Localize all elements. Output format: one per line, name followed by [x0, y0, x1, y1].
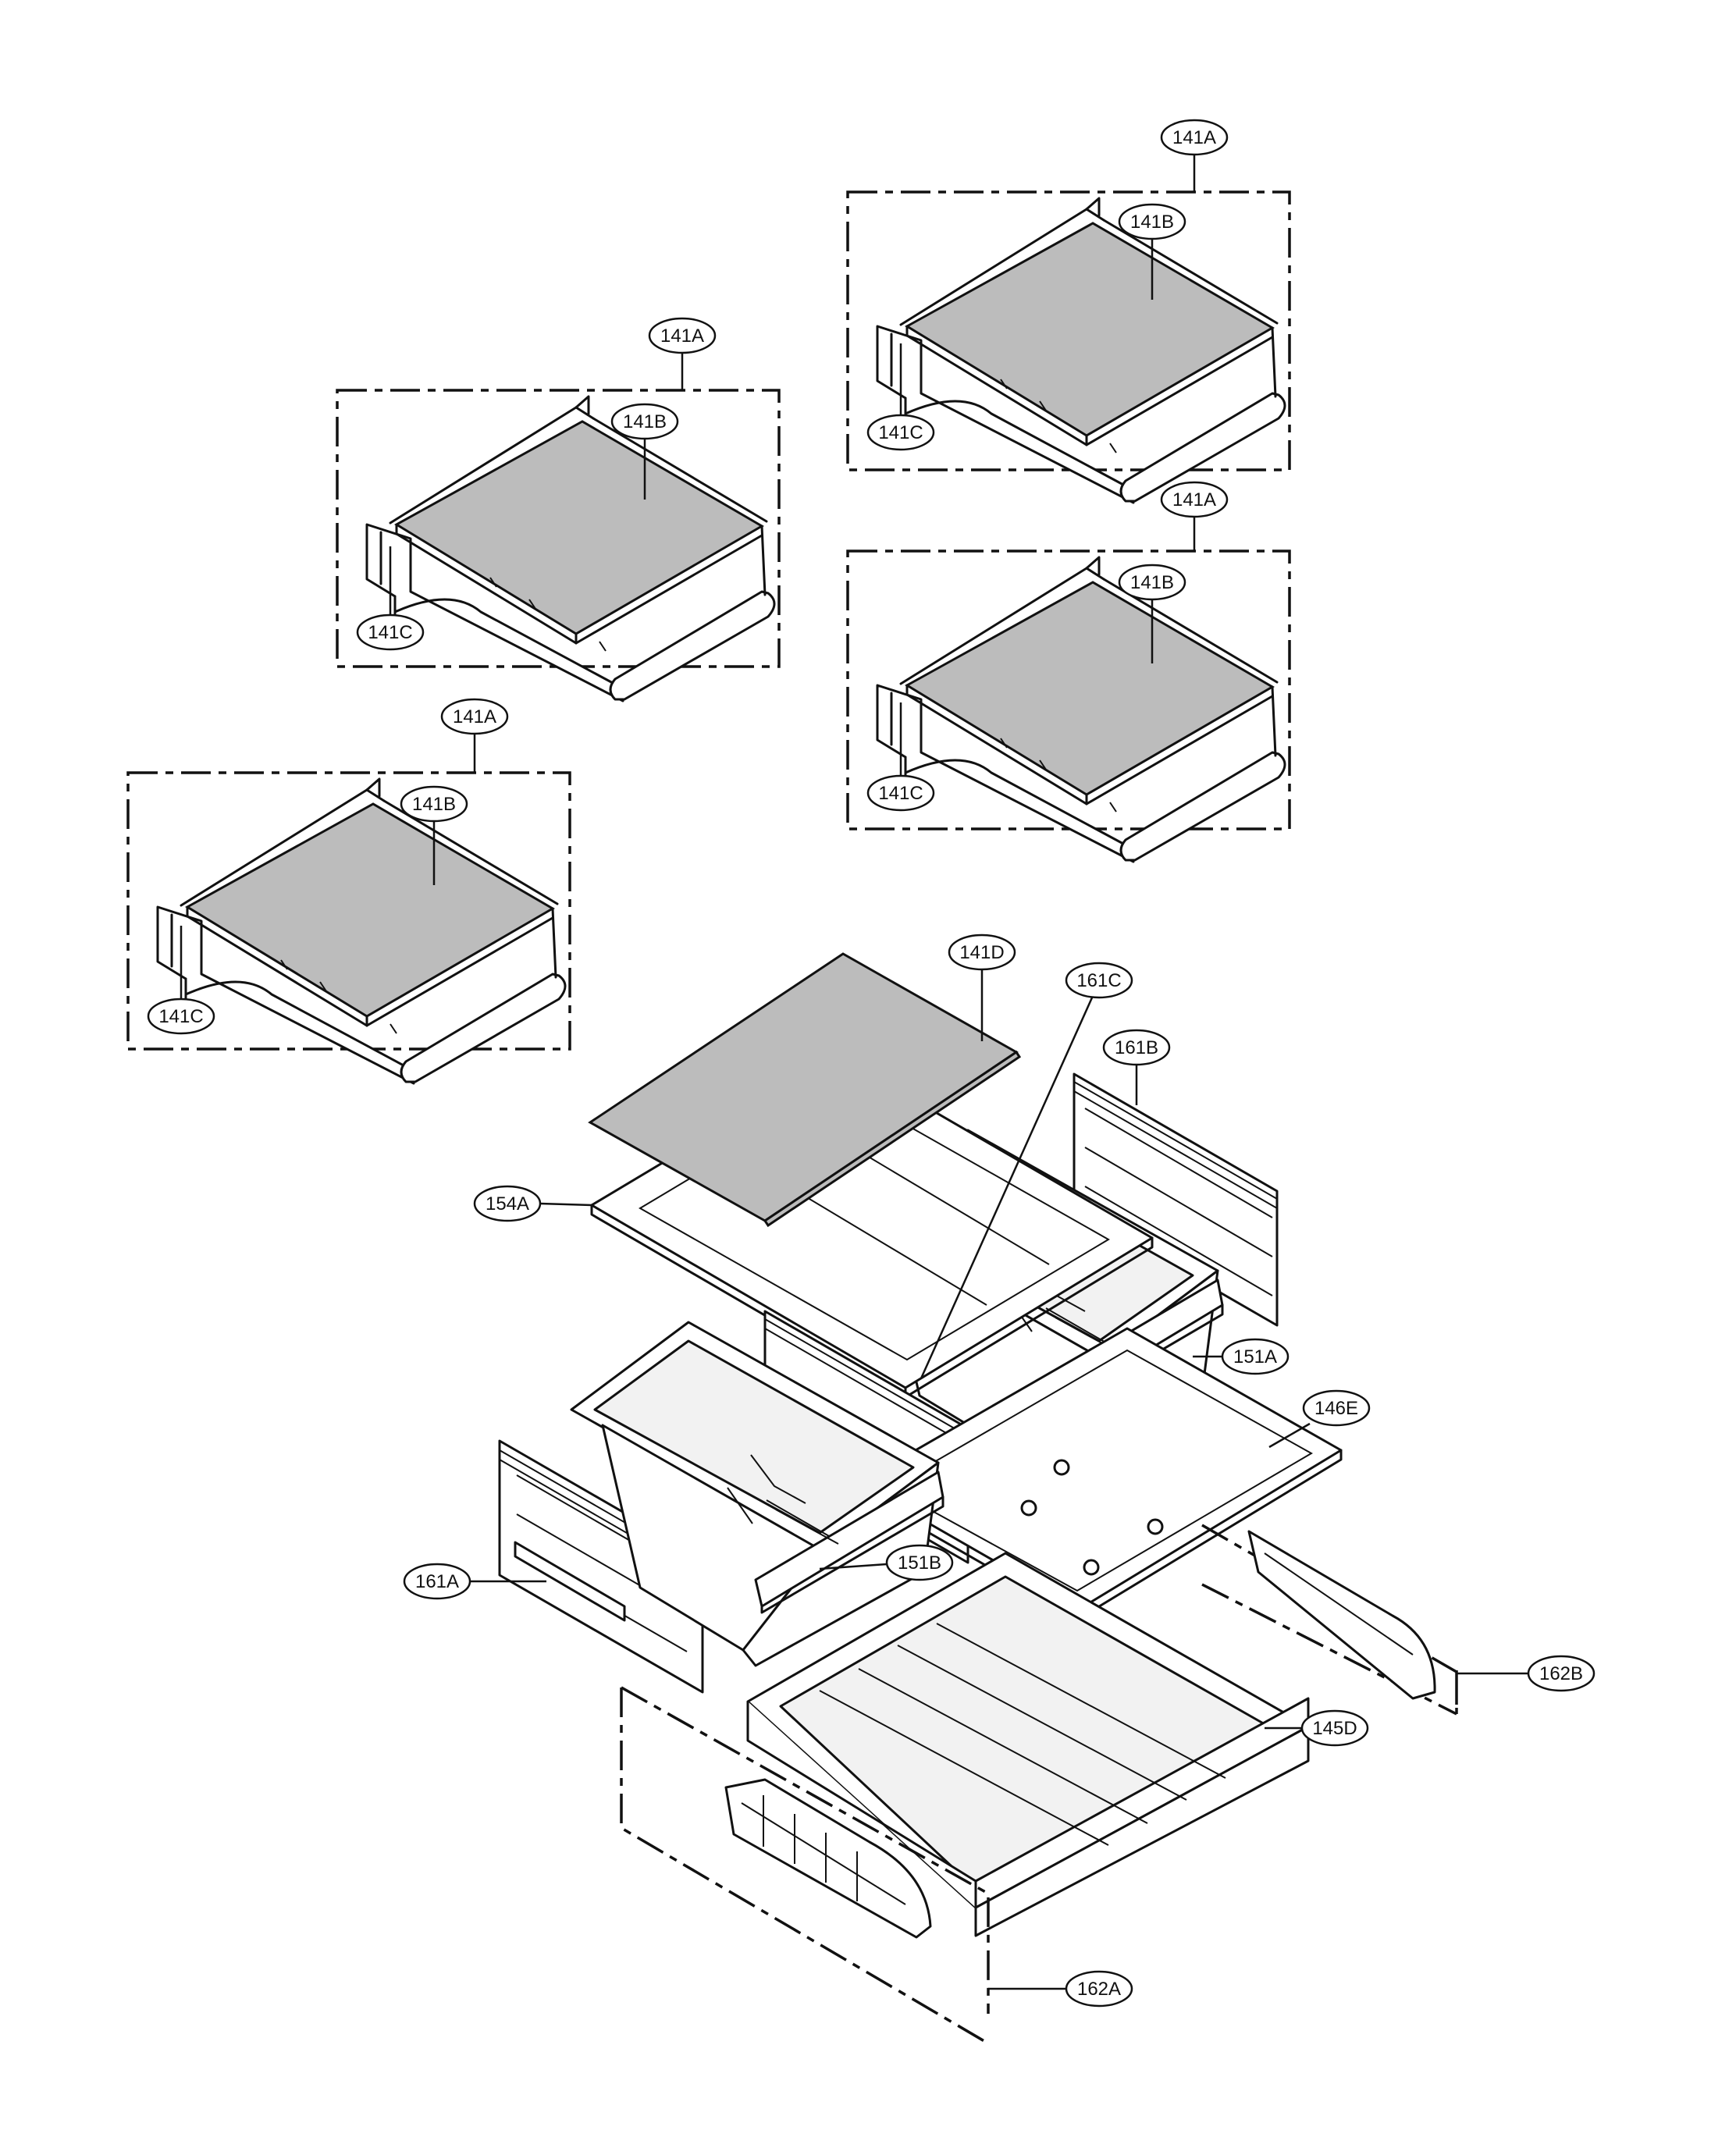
svg-text:146E: 146E — [1314, 1398, 1358, 1419]
pantry-drawer — [746, 1552, 1310, 1937]
svg-text:141D: 141D — [959, 942, 1004, 963]
svg-text:141A: 141A — [660, 325, 704, 347]
svg-text:141C: 141C — [158, 1006, 203, 1027]
svg-text:161C: 161C — [1076, 970, 1121, 991]
callout-162B: 162B — [1457, 1655, 1595, 1692]
callout-162A: 162A — [988, 1970, 1133, 2008]
callout-161B: 161B — [1102, 1029, 1171, 1105]
svg-text:141B: 141B — [1130, 572, 1174, 593]
callout-146E: 146E — [1268, 1389, 1371, 1449]
svg-text:161B: 161B — [1115, 1037, 1158, 1058]
svg-text:151B: 151B — [898, 1552, 941, 1574]
callout-141B-4: 141B — [400, 785, 468, 885]
svg-text:145D: 145D — [1312, 1718, 1357, 1739]
svg-text:141A: 141A — [453, 706, 496, 727]
callout-145D: 145D — [1265, 1709, 1369, 1747]
svg-text:141C: 141C — [368, 622, 412, 643]
svg-text:154A: 154A — [486, 1193, 529, 1214]
crisper-glass-panel — [588, 952, 1022, 1228]
left-lattice-divider — [498, 1439, 704, 1694]
callout-141C-4: 141C — [147, 926, 215, 1035]
svg-text:162B: 162B — [1539, 1663, 1583, 1684]
callout-141C-1: 141C — [866, 343, 935, 451]
callout-141C-3: 141C — [866, 702, 935, 812]
callout-141A-4: 141A — [440, 698, 509, 773]
shelf-assembly-lower-left — [126, 771, 571, 1085]
svg-text:141B: 141B — [412, 794, 456, 815]
callout-141B-1: 141B — [1118, 203, 1186, 300]
left-slide-rail — [620, 1686, 990, 2045]
svg-text:141B: 141B — [1130, 212, 1174, 233]
callout-161C: 161C — [920, 962, 1133, 1379]
shelf-assembly-middle-right — [846, 549, 1291, 863]
callout-141A-3: 141A — [1160, 481, 1229, 551]
svg-text:141A: 141A — [1172, 127, 1216, 148]
svg-text:141C: 141C — [878, 783, 923, 804]
svg-text:141C: 141C — [878, 422, 923, 443]
callout-161A: 161A — [403, 1563, 546, 1600]
callout-154A: 154A — [473, 1185, 592, 1222]
callout-141B-2: 141B — [610, 403, 679, 500]
callout-141D: 141D — [948, 934, 1016, 1041]
callout-141A-2: 141A — [648, 317, 717, 390]
callout-141A-1: 141A — [1160, 119, 1229, 192]
svg-text:161A: 161A — [415, 1571, 459, 1592]
right-lattice-divider — [1073, 1072, 1279, 1327]
callout-141B-3: 141B — [1118, 564, 1186, 663]
svg-text:141B: 141B — [623, 411, 667, 432]
svg-text:151A: 151A — [1233, 1346, 1277, 1367]
callout-141C-2: 141C — [356, 546, 425, 651]
callout-151A: 151A — [1193, 1338, 1290, 1375]
svg-text:141A: 141A — [1172, 489, 1216, 510]
right-slide-rail — [1201, 1524, 1458, 1716]
svg-text:162A: 162A — [1077, 1979, 1121, 2000]
shelf-assembly-upper-left — [336, 389, 781, 702]
callout-151B: 151B — [819, 1544, 954, 1581]
shelf-assembly-top-right — [846, 190, 1291, 504]
